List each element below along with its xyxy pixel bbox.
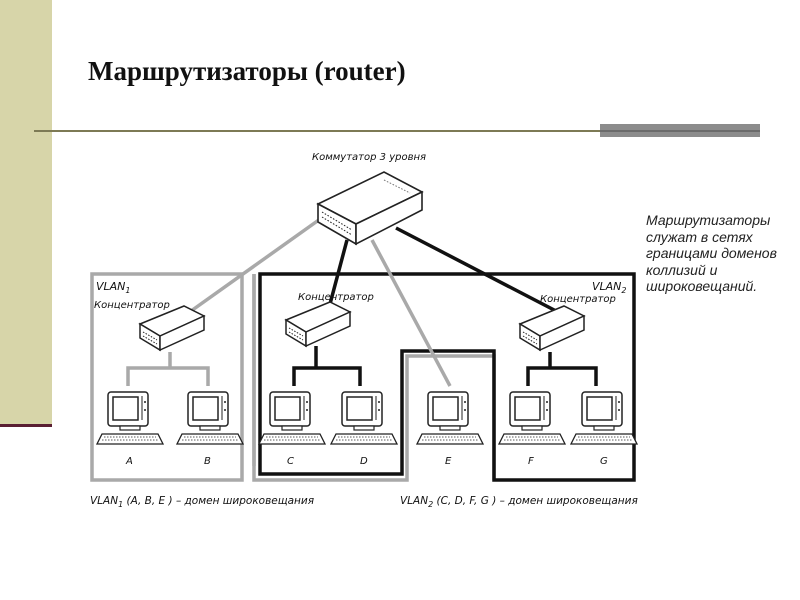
title-divider xyxy=(34,130,600,132)
cable-a-b xyxy=(126,352,210,386)
computer-d-icon xyxy=(330,391,398,445)
hub-right-icon xyxy=(519,305,585,351)
legend-vlan2: VLAN2 (C, D, F, G ) – домен широковещани… xyxy=(400,495,638,509)
hub-left-label: Концентратор xyxy=(94,300,170,311)
network-diagram: Коммутатор 3 уровня Концентратор Концент… xyxy=(90,152,638,509)
hub-mid-label: Концентратор xyxy=(298,292,374,303)
slide-caption: Маршрутизаторы служат в сетях границами … xyxy=(646,212,777,294)
vlan1-label: VLAN1 xyxy=(96,280,131,295)
layer3-switch-icon xyxy=(316,171,424,246)
uplink-e xyxy=(370,239,452,387)
computer-label: G xyxy=(600,456,608,467)
vlan2-label: VLAN2 xyxy=(592,280,627,295)
legend-vlan1: VLAN1 (A, B, E ) – домен широковещания xyxy=(90,495,314,509)
computer-label: D xyxy=(360,456,368,467)
switch-label: Коммутатор 3 уровня xyxy=(312,152,426,163)
vlan1-corridor xyxy=(252,274,496,482)
hub-left-icon xyxy=(139,305,205,351)
computer-a-icon xyxy=(96,391,164,445)
vlan2-boundary xyxy=(258,272,636,482)
computer-e-icon xyxy=(416,391,484,445)
computer-b-icon xyxy=(176,391,244,445)
computer-label: E xyxy=(445,456,452,467)
computer-labels: A B C D E F G xyxy=(125,456,608,467)
uplink-vlan1-hub xyxy=(182,210,332,318)
computer-g-icon xyxy=(570,391,638,445)
uplink-vlan2-right-hub xyxy=(395,226,559,314)
hub-mid-icon xyxy=(285,301,351,347)
cable-f-g xyxy=(526,352,598,386)
computer-label: A xyxy=(125,456,133,467)
uplink-vlan2-mid-hub xyxy=(328,239,349,305)
computer-c-icon xyxy=(258,391,326,445)
computer-f-icon xyxy=(498,391,566,445)
computer-label: F xyxy=(528,456,534,467)
cable-c-d xyxy=(292,346,362,386)
vlan1-boundary xyxy=(90,272,244,482)
title-divider-accent-line xyxy=(600,130,760,132)
slide-title: Маршрутизаторы (router) xyxy=(88,56,406,86)
side-decor-edge xyxy=(0,424,52,427)
computer-label: C xyxy=(287,456,294,467)
side-decor-bar xyxy=(0,0,52,425)
computer-label: B xyxy=(204,456,211,467)
hub-right-label: Концентратор xyxy=(540,294,616,305)
